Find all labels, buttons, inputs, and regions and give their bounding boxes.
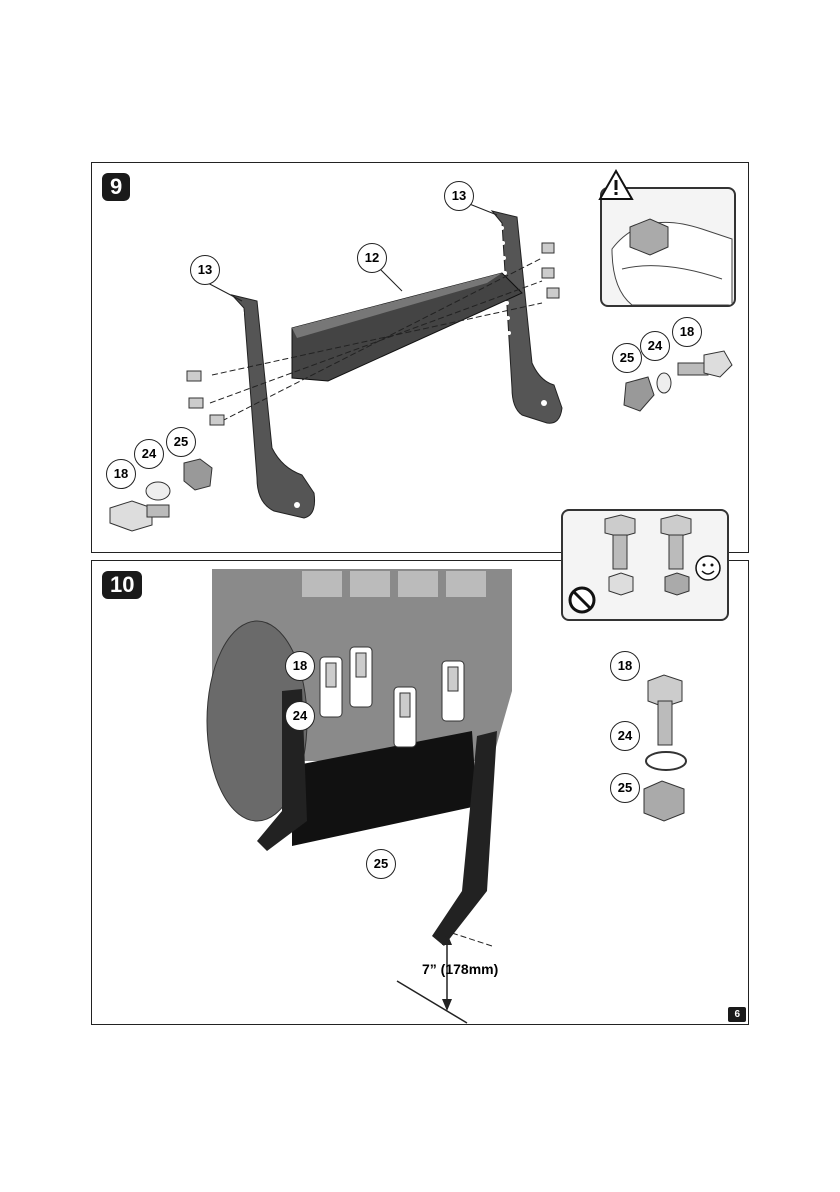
page-number: 6 <box>728 1007 746 1022</box>
callout-bolt: 18 <box>285 651 315 681</box>
callout-tube: 12 <box>357 243 387 273</box>
step-9-panel: 9 <box>91 162 749 553</box>
warning-triangle-icon <box>598 169 634 201</box>
nut-orientation-inset <box>561 509 729 621</box>
hand-holding-nut-illustration <box>602 189 734 305</box>
callout-legend-washer: 24 <box>610 721 640 751</box>
vehicle-front-bracket-illustration <box>92 561 750 1026</box>
callout-washer-right: 24 <box>640 331 670 361</box>
dimension-label: 7” (178mm) <box>422 961 498 977</box>
step-10-panel: 10 18 24 25 1 <box>91 560 749 1025</box>
warning-inset <box>600 187 736 307</box>
callout-nut-right: 25 <box>612 343 642 373</box>
callout-nut-left: 25 <box>166 427 196 457</box>
callout-legend-nut: 25 <box>610 773 640 803</box>
smiley-face-icon <box>693 553 723 583</box>
callout-washer-left: 24 <box>134 439 164 469</box>
prohibited-icon <box>567 585 597 615</box>
callout-nut: 25 <box>366 849 396 879</box>
callout-bracket-right: 13 <box>444 181 474 211</box>
callout-washer: 24 <box>285 701 315 731</box>
callout-bolt-right: 18 <box>672 317 702 347</box>
callout-bracket-left: 13 <box>190 255 220 285</box>
callout-legend-bolt: 18 <box>610 651 640 681</box>
callout-bolt-left: 18 <box>106 459 136 489</box>
